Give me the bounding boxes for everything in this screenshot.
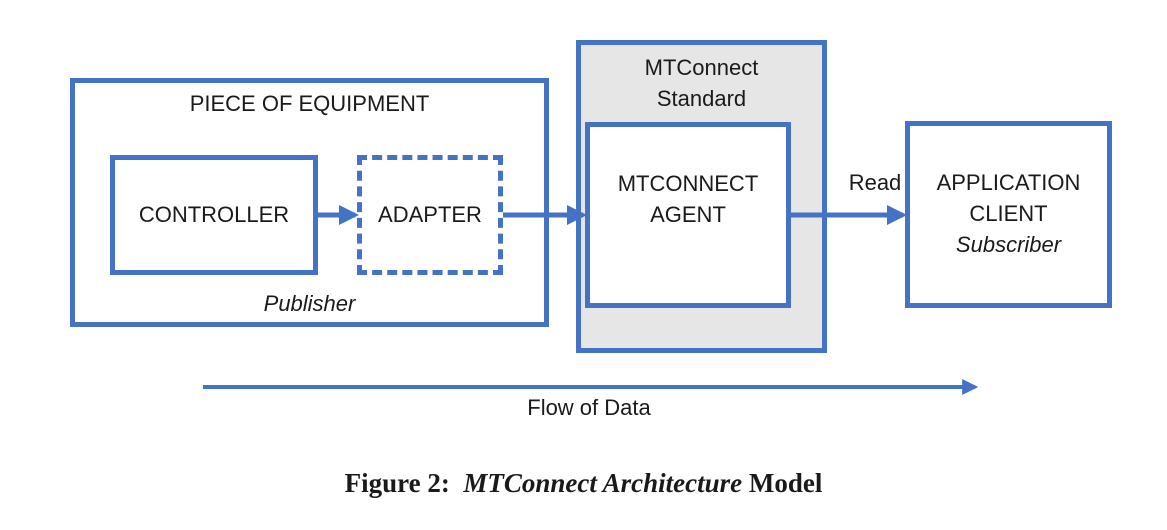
client-role-label: Subscriber xyxy=(955,232,1062,257)
standard-title-line1: MTConnect xyxy=(644,55,759,80)
client-label-line1: APPLICATION xyxy=(936,170,1081,195)
caption-emphasis: MTConnect Architecture xyxy=(463,468,743,498)
agent-label-line2: AGENT xyxy=(650,202,726,227)
equipment-box xyxy=(70,78,549,327)
controller-box xyxy=(110,155,318,275)
caption-suffix: Model xyxy=(742,468,823,498)
adapter-label: ADAPTER xyxy=(378,202,482,227)
standard-title-line2: Standard xyxy=(656,86,747,111)
agent-box xyxy=(585,122,791,308)
figure-caption: Figure 2: MTConnect Architecture Model xyxy=(0,466,1167,500)
client-box xyxy=(905,121,1112,308)
controller-label: CONTROLLER xyxy=(138,202,290,227)
agent-label-line1: MTCONNECT xyxy=(617,171,759,196)
flow-of-data-label: Flow of Data xyxy=(527,395,651,420)
equipment-title: PIECE OF EQUIPMENT xyxy=(189,91,430,116)
equipment-role-label: Publisher xyxy=(263,291,356,316)
adapter-box xyxy=(357,155,503,275)
caption-prefix: Figure 2: xyxy=(344,468,464,498)
read-label: Read xyxy=(848,170,902,195)
client-label-line2: CLIENT xyxy=(969,201,1048,226)
